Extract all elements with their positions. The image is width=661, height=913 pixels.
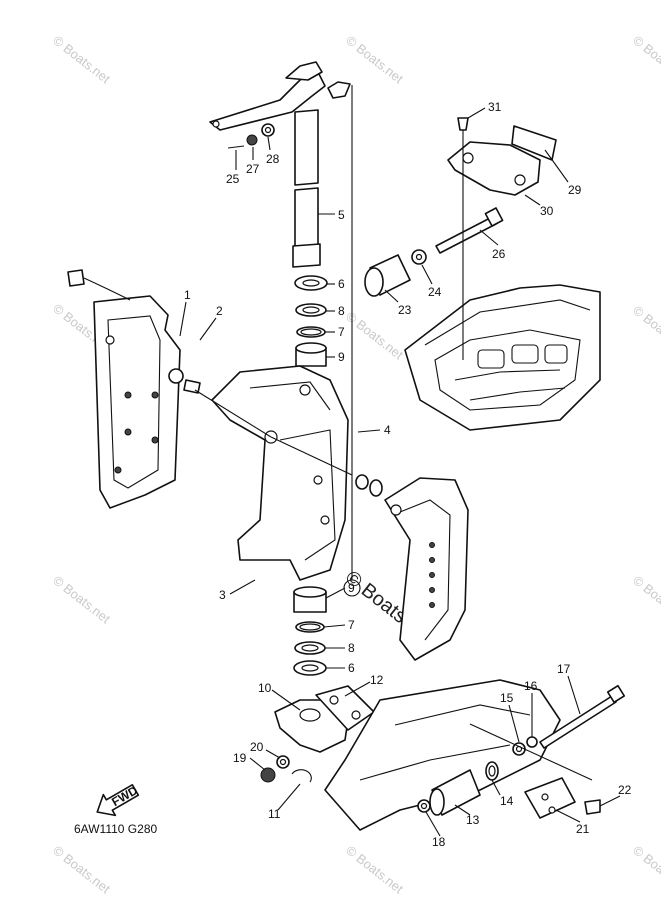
nut-washer-clip (260, 755, 312, 783)
watermark: © Boats.net (630, 303, 661, 357)
callout-7-lower: 7 (348, 618, 355, 632)
callout-16: 16 (524, 679, 538, 693)
lower-bushings (293, 586, 327, 676)
callout-30: 30 (540, 204, 554, 218)
bracket-29-30-31 (447, 117, 557, 360)
callout-7-upper: 7 (338, 325, 345, 339)
callout-9-lower: 9 (348, 581, 355, 595)
pivot-shaft-5 (292, 109, 321, 268)
callout-12: 12 (370, 673, 384, 687)
diagram-code: 6AW1110 G280 (74, 822, 157, 836)
callout-9-circle (343, 579, 361, 597)
upper-bushings (294, 275, 328, 367)
callout-14: 14 (500, 794, 514, 808)
cotter-nut-washer (227, 123, 275, 149)
engine-block (404, 284, 601, 431)
callout-27: 27 (246, 162, 260, 176)
swivel-bracket (194, 365, 353, 581)
callout-31: 31 (488, 100, 502, 114)
callout-9-upper: 9 (338, 350, 345, 364)
lower-mount-13-22 (417, 684, 626, 819)
watermark: © Boats.net (343, 33, 406, 87)
callout-18: 18 (432, 835, 446, 849)
callout-28: 28 (266, 152, 280, 166)
watermark: © Boats.net (343, 843, 406, 897)
fwd-label: FWD (109, 783, 140, 809)
fwd-arrow-icon: FWD (96, 783, 140, 817)
callout-21: 21 (576, 822, 590, 836)
callout-24: 24 (428, 285, 442, 299)
callout-4: 4 (384, 423, 391, 437)
clamp-bracket-left (67, 269, 201, 509)
callout-8-lower: 8 (348, 641, 355, 655)
callout-5: 5 (338, 208, 345, 222)
callout-19: 19 (233, 751, 247, 765)
callout-17: 17 (557, 662, 571, 676)
callout-20: 20 (250, 740, 264, 754)
callout-8-upper: 8 (338, 304, 345, 318)
callout-25: 25 (226, 172, 240, 186)
leader-lines (179, 107, 621, 837)
watermark: © Boats.net (630, 843, 661, 897)
lower-mount-10-12 (274, 685, 375, 753)
callout-6-lower: 6 (348, 661, 355, 675)
watermark: © Boats.net (630, 573, 661, 627)
callout-11: 11 (268, 807, 281, 821)
callout-1: 1 (184, 288, 191, 302)
callout-6-upper: 6 (338, 277, 345, 291)
callout-13: 13 (466, 813, 480, 827)
mount-23-24-26 (364, 207, 504, 297)
callout-23: 23 (398, 303, 412, 317)
callout-15: 15 (500, 691, 514, 705)
steering-arm (209, 61, 351, 131)
watermark: © Boats.net (50, 33, 113, 87)
watermark: © Boats.net (50, 573, 113, 627)
watermark: © Boats.net (630, 33, 661, 87)
lower-casing (324, 679, 561, 831)
callout-26: 26 (492, 247, 506, 261)
watermark: © Boats.net (50, 843, 113, 897)
callout-22: 22 (618, 783, 632, 797)
callout-3: 3 (219, 588, 226, 602)
callout-29: 29 (568, 183, 582, 197)
clamp-bracket-right (355, 474, 469, 661)
watermark: © Boats.net (343, 309, 406, 363)
callout-10: 10 (258, 681, 272, 695)
callout-numbers: 1 2 3 4 5 6 6 7 7 8 8 9 9 10 11 12 13 14… (184, 100, 632, 849)
callout-2: 2 (216, 304, 223, 318)
